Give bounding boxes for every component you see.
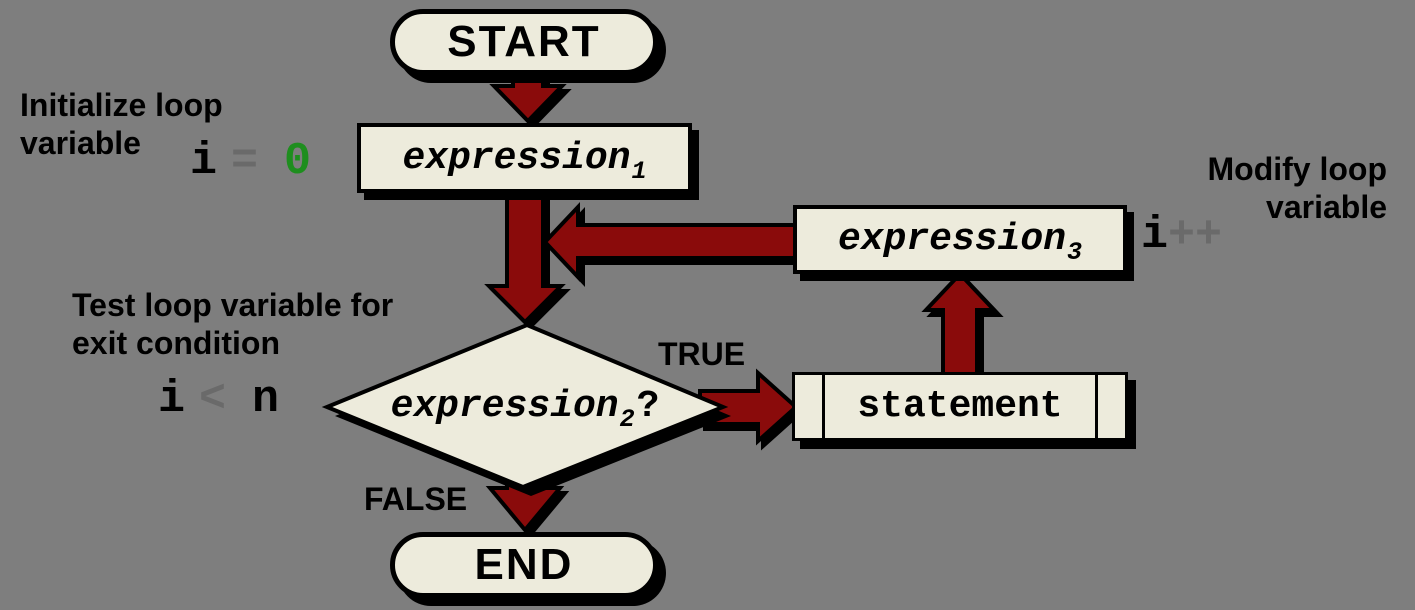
expression2-subscript: 2 [619,404,635,434]
modify-annotation-line2: variable [1266,189,1387,225]
test-code-value: n [252,374,280,425]
initialize-annotation-line2: variable [20,125,141,161]
statement-left-bar [822,375,825,438]
test-annotation-line2: exit condition [72,325,280,361]
expression3-subscript: 3 [1067,238,1083,267]
expression1-subscript: 1 [631,156,647,186]
statement-node: statement [792,372,1128,441]
start-label: START [447,17,601,66]
initialize-code: i = 0 [190,136,311,187]
test-annotation: Test loop variable for exit condition [72,286,393,362]
initialize-annotation-line1: Initialize loop [20,87,223,123]
modify-annotation-line1: Modify loop [1207,151,1387,187]
modify-code-operator: ++ [1168,210,1223,261]
flow-arrow-expression3-to-mainline [542,201,802,283]
true-branch-label: TRUE [658,336,746,372]
test-annotation-line1: Test loop variable for [72,287,394,323]
expression2-text: expression [390,384,619,428]
test-code-variable: i [158,374,186,425]
flow-arrow-statement-to-expression3 [921,271,999,382]
initialize-annotation: Initialize loop variable [20,86,223,162]
test-code-operator: < [199,374,227,425]
false-branch-label: FALSE [364,481,468,517]
initialize-code-operator: = [231,136,259,187]
modify-code-variable: i [1141,210,1169,261]
initialize-code-variable: i [190,136,218,187]
modify-code: i++ [1141,210,1222,261]
statement-label: statement [857,385,1063,428]
flow-arrow-expression1-to-decision [484,184,566,325]
end-node: END [390,532,658,598]
end-label: END [474,540,574,589]
test-code: i < n [158,374,279,425]
start-node: START [390,9,658,75]
expression2-question-mark: ? [636,384,660,428]
initialize-code-value: 0 [284,136,312,187]
decision-diamond [321,322,729,490]
expression1-text: expression [402,136,631,180]
expression3-text: expression [837,218,1067,261]
modify-annotation: Modify loop variable [1207,150,1387,226]
statement-right-bar [1095,375,1098,438]
